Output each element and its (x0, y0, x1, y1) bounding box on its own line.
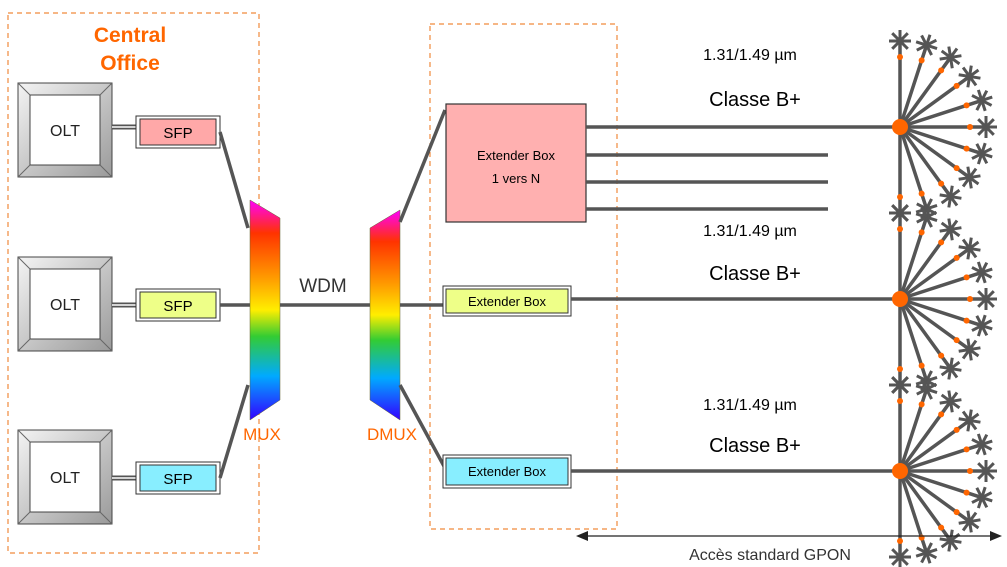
onu-icon (939, 529, 962, 552)
onu-icon (958, 65, 981, 88)
extender-box-3-label: Extender Box (468, 464, 547, 479)
splitter-hub (892, 291, 908, 307)
onu-icon (889, 202, 911, 224)
dmux-prism (369, 209, 401, 421)
onu-icon (970, 314, 993, 337)
extender-box-2-label: Extender Box (468, 294, 547, 309)
onu-icon (970, 433, 993, 456)
extender-1-to-n-line2: 1 vers N (492, 171, 540, 186)
onu-icon (970, 486, 993, 509)
branch-1-class: Classe B+ (709, 89, 801, 111)
onu-icon (975, 460, 997, 482)
branch-2-wavelength: 1.31/1.49 µm (703, 223, 797, 240)
onu-icon (970, 89, 993, 112)
branch-3-wavelength: 1.31/1.49 µm (703, 397, 797, 414)
splitter-fan-1 (889, 30, 997, 224)
onu-icon (939, 218, 962, 241)
onu-icon (975, 116, 997, 138)
central-office-title-line1: Central (94, 24, 166, 47)
olt-unit-1: OLT (17, 82, 113, 178)
extender-box-1-to-n (445, 103, 587, 223)
onu-icon (958, 166, 981, 189)
onu-icon (958, 237, 981, 260)
central-office-title-line2: Office (100, 52, 160, 75)
onu-icon (939, 357, 962, 380)
olt-label-3: OLT (50, 470, 80, 487)
wdm-label: WDM (299, 276, 346, 297)
remote-node-frame (429, 23, 618, 530)
sfp-label-2: SFP (163, 298, 192, 315)
onu-icon (939, 46, 962, 69)
splitter-fan-3 (889, 374, 997, 567)
splitter-hub (892, 119, 908, 135)
olt-to-mux-fibres (218, 131, 250, 479)
splitter-fans (889, 30, 997, 567)
dmux-to-extender-fibres (398, 109, 447, 469)
mux-prism (249, 199, 281, 421)
olt-label-1: OLT (50, 123, 80, 140)
onu-icon (958, 409, 981, 432)
onu-icon (889, 546, 911, 567)
gpon-access-arrow (576, 531, 1002, 541)
splitter-fan-2 (889, 202, 997, 396)
onu-icon (915, 378, 938, 401)
onu-icon (915, 541, 938, 564)
onu-icon (889, 374, 911, 396)
onu-icon (939, 390, 962, 413)
onu-icon (958, 338, 981, 361)
onu-icon (970, 142, 993, 165)
onu-icon (889, 30, 911, 52)
onu-icon (939, 185, 962, 208)
gpon-label: Accès standard GPON (689, 547, 851, 564)
sfp-label-3: SFP (163, 471, 192, 488)
onu-icon (915, 34, 938, 57)
extender-1-to-n-line1: Extender Box (477, 148, 556, 163)
splitter-hub (892, 463, 908, 479)
onu-icon (958, 510, 981, 533)
branch-2-class: Classe B+ (709, 263, 801, 285)
sfp-label-1: SFP (163, 125, 192, 142)
onu-icon (975, 288, 997, 310)
onu-icon (915, 206, 938, 229)
olt-label-2: OLT (50, 297, 80, 314)
branch-1-wavelength: 1.31/1.49 µm (703, 47, 797, 64)
branch-3-class: Classe B+ (709, 435, 801, 457)
output-fibres (571, 125, 900, 473)
onu-icon (970, 261, 993, 284)
olt-unit-2: OLT (17, 256, 113, 352)
dmux-label: DMUX (367, 425, 417, 444)
mux-label: MUX (243, 425, 281, 444)
olt-unit-3: OLT (17, 429, 113, 525)
